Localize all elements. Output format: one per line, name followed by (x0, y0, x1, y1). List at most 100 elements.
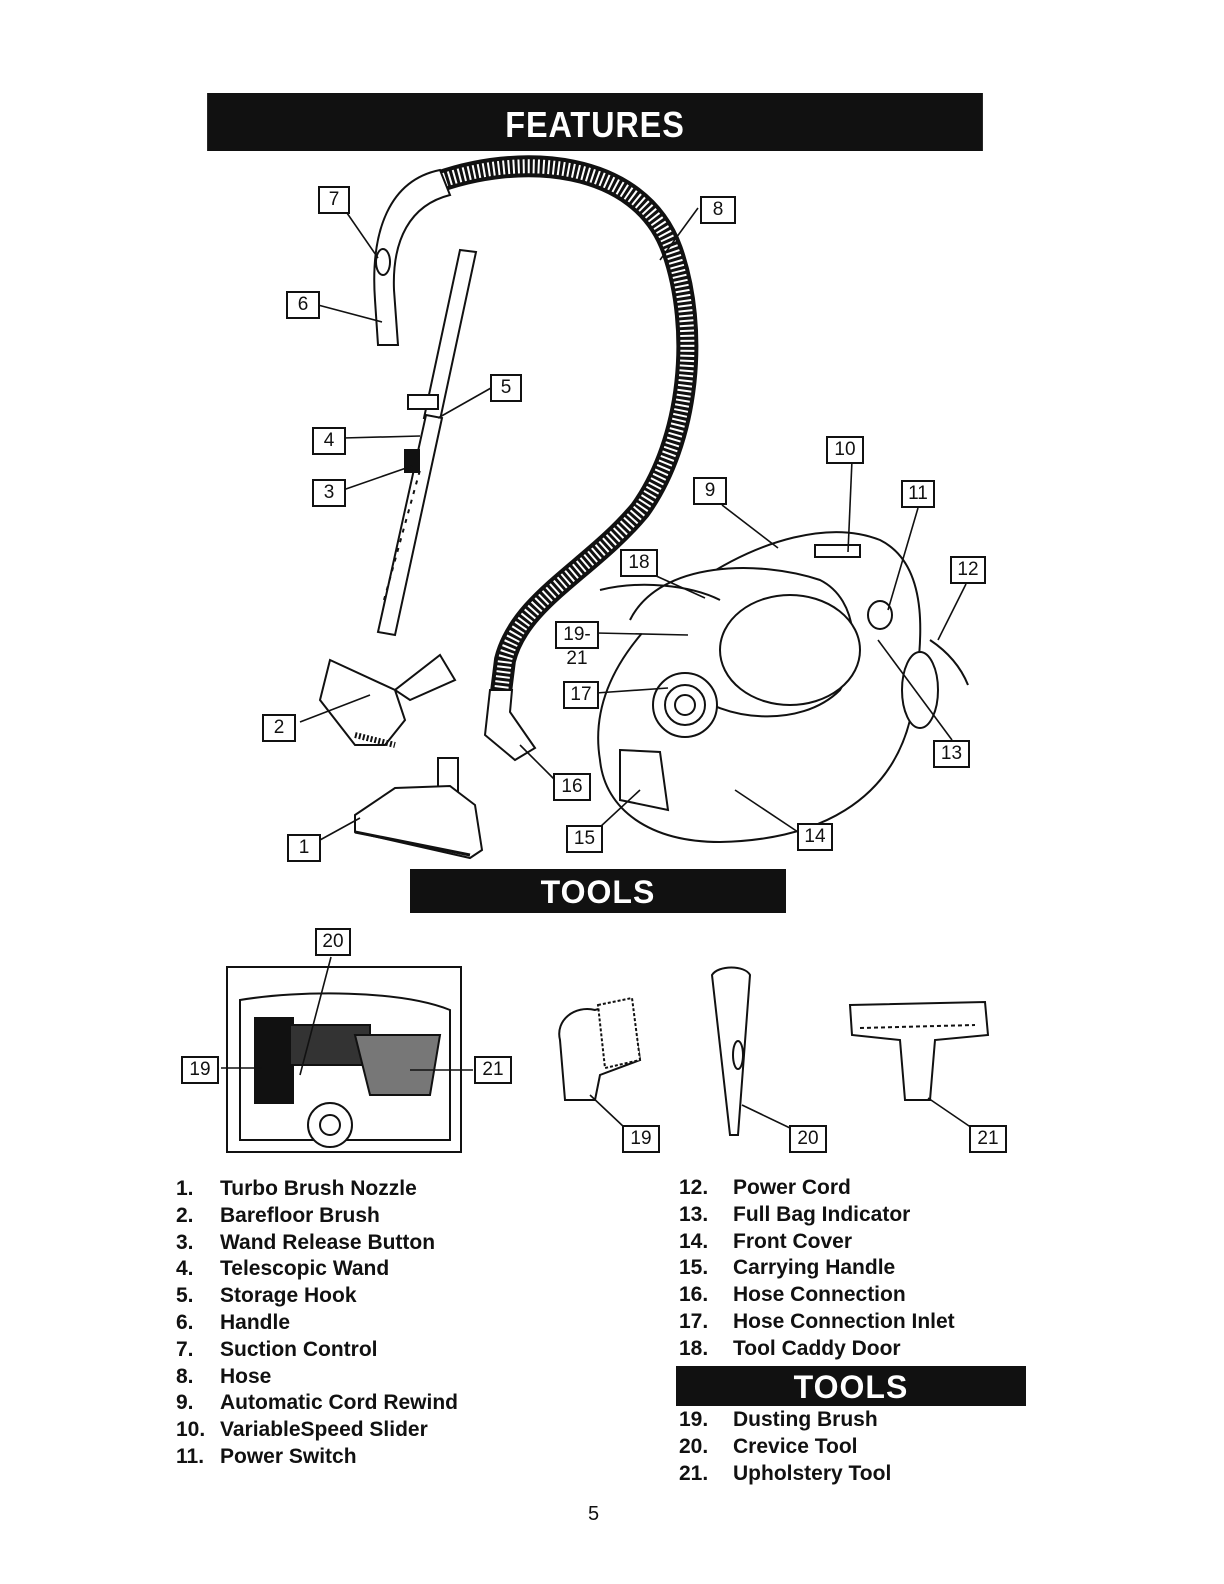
callout-14: 14 (797, 823, 833, 851)
list-item-label: Storage Hook (220, 1284, 357, 1308)
list-item-number: 16. (679, 1283, 709, 1307)
list-item: 3. Wand Release Button (176, 1230, 458, 1257)
leader-lines (299, 207, 967, 841)
callout-2: 2 (262, 714, 296, 742)
callout-5: 5 (490, 374, 522, 402)
callout-19-inset: 19 (181, 1056, 219, 1084)
callout-7: 7 (318, 186, 350, 214)
parts-list-right: 12. Power Cord 13. Full Bag Indicator 14. Fro… (679, 1175, 955, 1363)
list-item: 6. Handle (176, 1310, 458, 1337)
list-item: 20. Crevice Tool (679, 1434, 891, 1461)
list-item: 4. Telescopic Wand (176, 1256, 458, 1283)
list-item-number: 1. (176, 1177, 194, 1200)
list-item-label: Crevice Tool (733, 1434, 858, 1458)
page-number: 5 (588, 1503, 600, 1525)
list-item-number: 15. (679, 1256, 709, 1280)
list-item: 8. Hose (176, 1364, 458, 1391)
callout-18: 18 (620, 549, 658, 577)
list-item-number: 13. (679, 1202, 709, 1226)
list-item-label: Suction Control (220, 1337, 378, 1361)
list-item: 15. Carrying Handle (679, 1255, 955, 1282)
callout-4: 4 (312, 427, 346, 455)
callout-21-tool: 21 (969, 1125, 1007, 1153)
list-item-label: Turbo Brush Nozzle (220, 1177, 417, 1200)
list-item-label: Power Cord (733, 1176, 851, 1199)
list-item-label: Hose Connection Inlet (733, 1309, 955, 1333)
list-item-label: Hose (220, 1364, 272, 1388)
list-item-number: 20. (679, 1434, 709, 1458)
list-item-label: Upholstery Tool (733, 1461, 892, 1485)
callout-16: 16 (553, 773, 591, 801)
list-item: 19. Dusting Brush (679, 1407, 891, 1434)
callout-10: 10 (826, 436, 864, 464)
hose-illustration (426, 155, 699, 702)
list-item: 16. Hose Connection (679, 1282, 955, 1309)
callout-1: 1 (287, 834, 321, 862)
list-item: 17. Hose Connection Inlet (679, 1309, 955, 1336)
list-item-number: 21. (679, 1461, 709, 1485)
list-item-label: Full Bag Indicator (733, 1202, 911, 1226)
list-item-label: Tool Caddy Door (733, 1336, 901, 1360)
list-item-number: 11. (176, 1444, 205, 1468)
callout-12: 12 (950, 556, 986, 584)
callout-17: 17 (563, 681, 599, 709)
list-item-label: Handle (220, 1310, 291, 1334)
list-item-label: Power Switch (220, 1444, 357, 1468)
callout-13: 13 (933, 740, 970, 768)
callout-11: 11 (901, 480, 935, 508)
list-item-label: Front Cover (733, 1229, 853, 1253)
dusting-brush-illustration (558, 996, 642, 1129)
list-item-label: Telescopic Wand (220, 1257, 390, 1281)
list-item: 13. Full Bag Indicator (679, 1202, 955, 1229)
barefloor-brush-illustration (318, 653, 457, 748)
list-item: 7. Suction Control (176, 1337, 458, 1364)
list-item-label: Barefloor Brush (220, 1203, 380, 1227)
callout-19-21: 19-21 (555, 621, 599, 669)
list-item: 21. Upholstery Tool (679, 1461, 891, 1488)
list-item: 12. Power Cord (679, 1175, 955, 1202)
list-item: 2.Barefloor Brush (176, 1203, 458, 1230)
callout-8: 8 (700, 196, 736, 224)
list-item-label: Carrying Handle (733, 1256, 896, 1280)
list-item-number: 10. (176, 1418, 206, 1442)
callout-21-inset: 21 (474, 1056, 512, 1084)
list-item: 11. Power Switch (176, 1444, 458, 1471)
list-item: 9.Automatic Cord Rewind (176, 1390, 458, 1417)
callout-19-tool: 19 (622, 1125, 660, 1153)
tools-list-banner: TOOLS (676, 1366, 1026, 1406)
tool-caddy-inset (221, 956, 473, 1153)
list-item-label: Wand Release Button (220, 1230, 436, 1254)
list-item: 18. Tool Caddy Door (679, 1336, 955, 1363)
list-item-number: 7. (176, 1337, 194, 1361)
upholstery-tool-illustration (848, 1000, 990, 1129)
list-item-number: 3. (176, 1230, 194, 1254)
list-item: 14. Front Cover (679, 1229, 955, 1256)
tools-list: 19. Dusting Brush 20. Crevice Tool 21. Uphols… (679, 1407, 891, 1487)
callout-6: 6 (286, 291, 320, 319)
tools-banner: TOOLS (410, 869, 786, 913)
features-banner: FEATURES (207, 93, 983, 151)
list-item-number: 14. (679, 1229, 709, 1253)
wand-illustration (376, 248, 478, 637)
list-item: 1. Turbo Brush Nozzle (176, 1176, 458, 1203)
turbo-nozzle-illustration (354, 757, 484, 860)
list-item-number: 5. (176, 1284, 194, 1308)
list-item-number: 19. (679, 1408, 709, 1431)
list-item-number: 12. (679, 1176, 709, 1199)
list-item-number: 17. (679, 1309, 709, 1333)
list-item-number: 6. (176, 1310, 194, 1334)
callout-3: 3 (312, 479, 346, 507)
list-item-label: Automatic Cord Rewind (220, 1391, 459, 1415)
list-item-label: Hose Connection (733, 1283, 906, 1307)
callout-20-inset: 20 (315, 928, 351, 956)
list-item-number: 4. (176, 1257, 194, 1281)
list-item-number: 18. (679, 1336, 709, 1360)
crevice-tool-illustration (710, 966, 791, 1136)
list-item: 10. VariableSpeed Slider (176, 1417, 458, 1444)
list-item-label: VariableSpeed Slider (220, 1418, 428, 1442)
list-item-number: 8. (176, 1364, 194, 1388)
list-item-label: Dusting Brush (733, 1408, 878, 1431)
canister-body-illustration (597, 531, 969, 844)
callout-15: 15 (566, 825, 603, 853)
